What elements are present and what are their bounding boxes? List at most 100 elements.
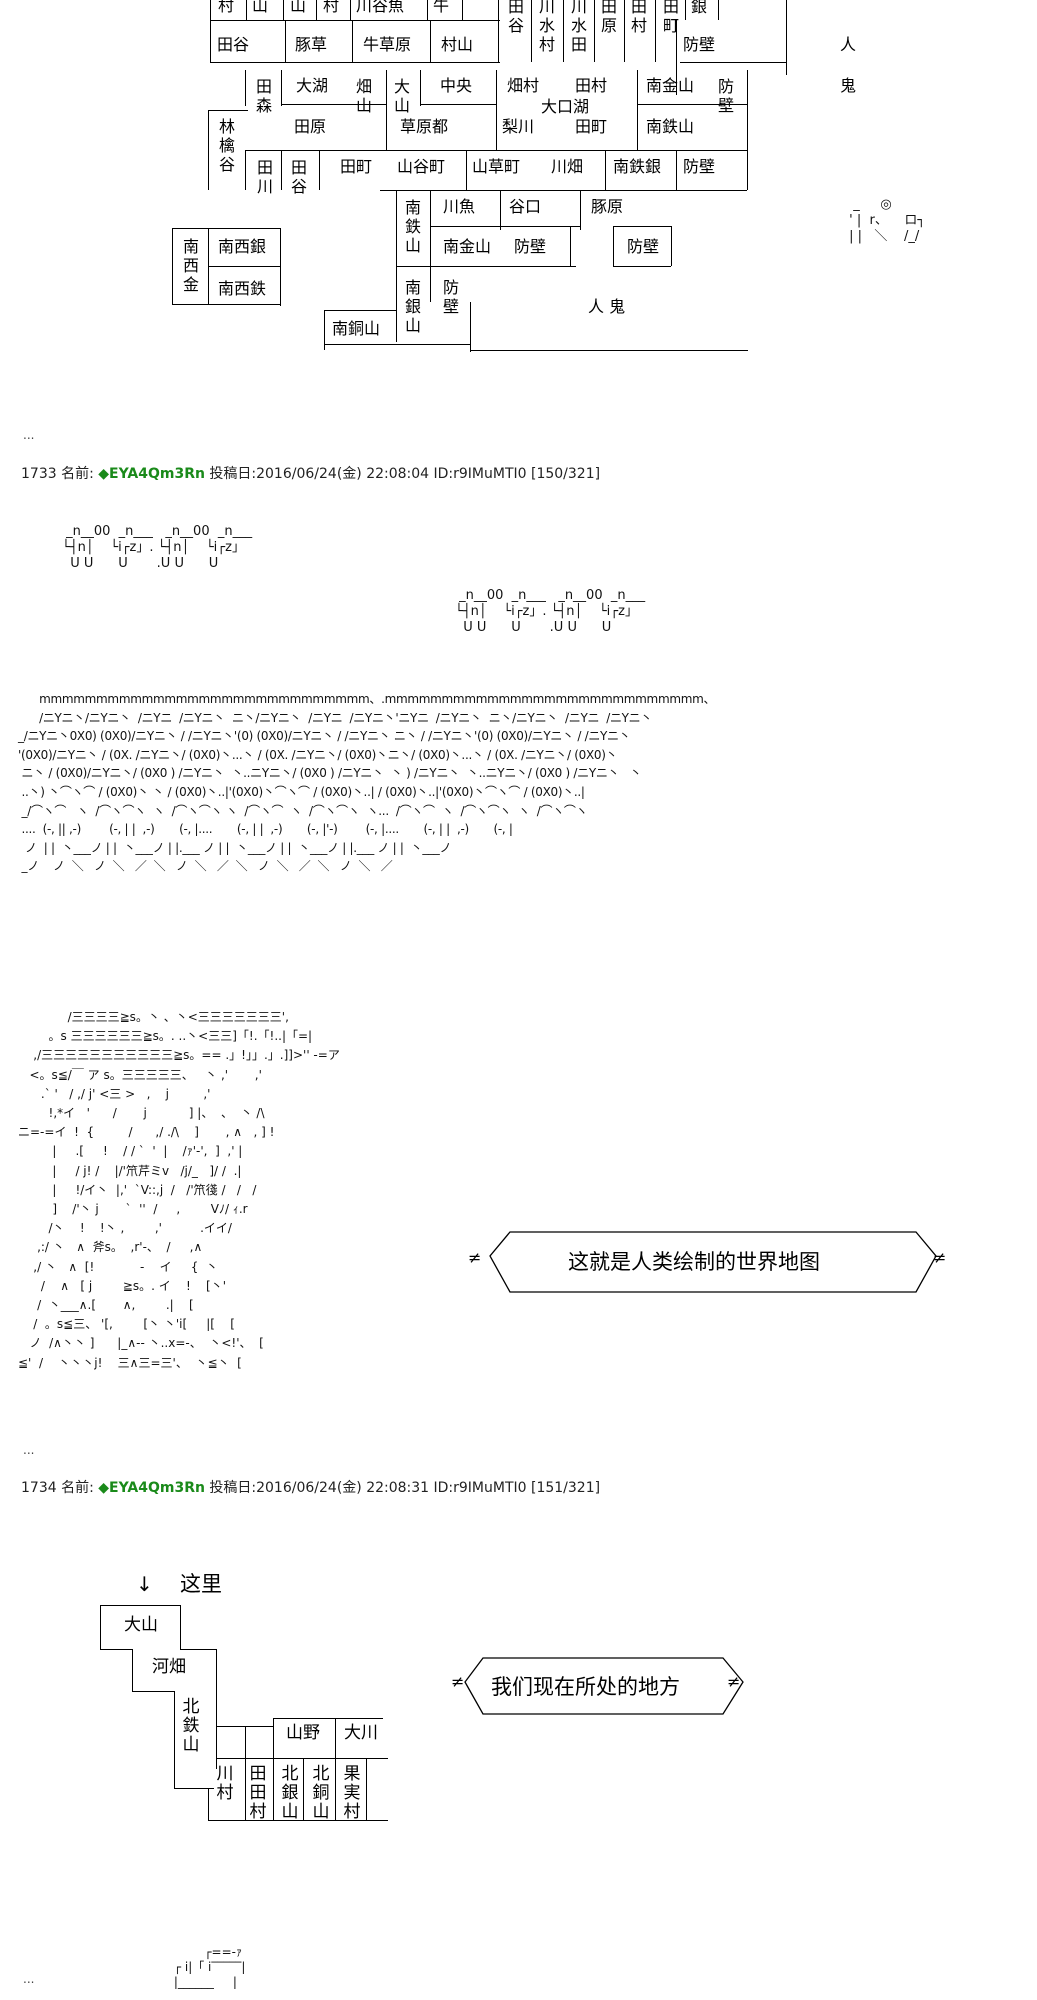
map-line [216,1726,256,1727]
small-map-cell-vertical: 果 実 村 [343,1764,361,1822]
map-line [245,150,246,190]
map-cell-vertical: 林 檎 谷 [218,117,235,174]
map-line [396,266,576,267]
map-cell: 田村 [575,76,608,95]
top-map: 村 山 山 村 川谷魚 牛 田 谷 川 水 村 川 水 田 田 原 田 村 田 … [0,0,1037,360]
map-line [580,190,581,230]
map-cell: 山 [290,0,307,15]
small-map-cell: 山野 [286,1723,320,1743]
map-line [676,20,677,95]
map-cell-vertical: 田 村 [630,0,647,35]
map-line [316,0,317,20]
map-line [180,1649,216,1650]
map-line [498,0,499,62]
bubble-text: 我们现在所处的地方 [491,1675,680,1699]
map-line [245,1726,273,1727]
map-line [245,1726,246,1776]
map-line [335,1718,336,1758]
down-arrow-icon: ↓ [136,1572,153,1596]
map-line [100,1605,101,1649]
speech-bubble-2: ≠ 我们现在所处的地方 ≠ [451,1656,755,1716]
map-line [285,20,286,62]
map-line [430,190,431,302]
small-map-cell-vertical: 北 鉄 山 [182,1697,200,1755]
map-line [466,150,467,190]
map-line [420,70,421,106]
map-line [430,20,431,62]
map-cell: 防壁 [514,237,547,256]
post-number: 1733 [21,466,57,482]
post-trip[interactable]: ◆EYA4Qm3Rn [98,466,205,482]
map-lake-label: 大口湖 [541,97,590,116]
map-line [462,0,463,20]
map-line [324,310,325,350]
bubble-mark-right: ≠ [933,1248,947,1267]
map-line [245,150,747,151]
map-cell-vertical: 川 水 村 [538,0,555,54]
map-cell-vertical: 南 鉄 山 [404,198,421,255]
map-line [210,20,500,21]
bubble-mark-left: ≠ [468,1248,482,1267]
map-line [655,0,656,62]
map-line [180,1605,181,1649]
map-cell: 田町 [575,117,608,136]
map-line [100,1605,180,1606]
small-map-cell-vertical: 田 田 村 [249,1764,267,1822]
map-cell-vertical: 大 山 [393,77,410,115]
map-cell: 豚草 [295,35,328,54]
bubble-mark-left: ≠ [451,1672,465,1691]
map-cell: 畑村 [507,76,540,95]
map-cell-vertical: 田 川 [256,158,273,196]
map-line [718,0,719,20]
map-line [396,190,397,302]
map-cell: 防壁 [683,157,716,176]
map-line [352,20,353,62]
map-cell-vertical: 田 森 [255,77,272,115]
map-line [496,70,497,150]
map-line [676,150,677,190]
map-line [396,302,397,342]
map-line [303,1758,304,1820]
post-number: 1734 [21,1480,57,1496]
map-line [172,228,173,304]
map-label-person: 人 [840,35,857,54]
map-line [174,1691,175,1771]
map-line [280,266,281,306]
map-cell: 中央 [440,76,473,95]
map-line [208,266,280,267]
map-line [100,1649,132,1650]
map-line [613,266,671,267]
post-trip[interactable]: ◆EYA4Qm3Rn [98,1480,205,1496]
map-line [216,1758,388,1759]
small-map-cell: 河畑 [152,1657,186,1677]
small-map-cell-vertical: 川 村 [216,1764,234,1803]
map-line [680,62,786,63]
map-line [685,0,686,20]
map-line [531,0,532,62]
map-cell: 村山 [441,35,474,54]
map-line [470,302,471,352]
map-cell: 防壁 [627,237,660,256]
map-cell: 牛 [433,0,450,15]
map-line [671,226,672,266]
small-map-cell-vertical: 北 銀 山 [281,1764,299,1822]
map-cell: 南銅山 [332,319,381,338]
map-line [273,1718,383,1719]
map-line [208,1820,388,1821]
small-map-cell: 大川 [344,1723,378,1743]
map-line [470,350,748,351]
map-cell: 南西鉄 [218,279,267,298]
map-line [563,0,564,62]
map-line [210,62,500,63]
map-cell: 川畑 [551,157,584,176]
map-cell-vertical: 田 原 [600,0,617,35]
map-line [747,70,748,190]
map-cell: 南西銀 [218,237,267,256]
map-line [380,190,747,191]
map-line [174,1768,175,1788]
map-line [500,190,501,230]
map-cell-vertical: 畑 山 [355,77,372,115]
map-cell-vertical: 田 谷 [507,0,524,35]
map-line [245,70,246,106]
map-cell: 南鉄山 [646,117,695,136]
